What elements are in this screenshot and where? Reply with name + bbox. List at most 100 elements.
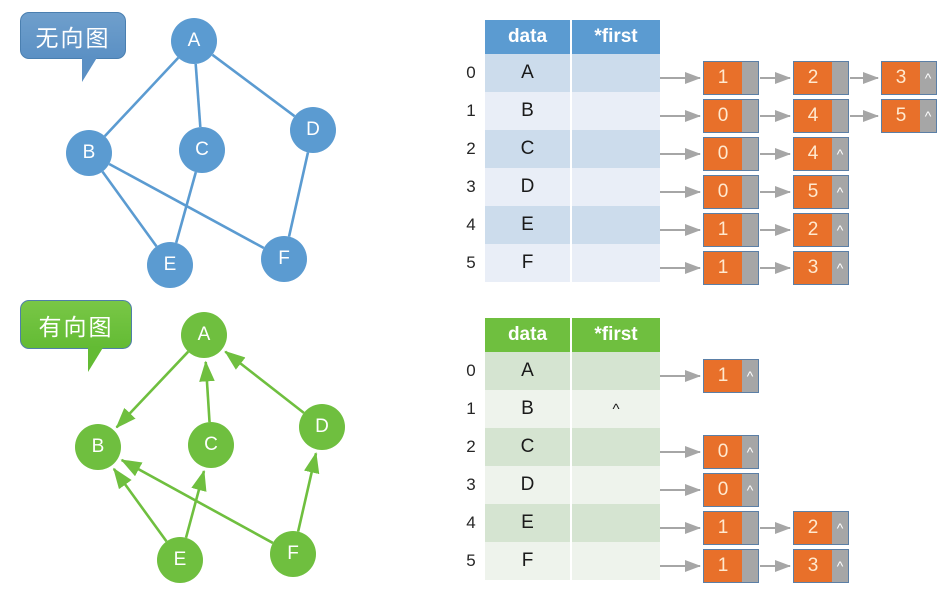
list-node-pointer: ^ bbox=[832, 214, 848, 246]
list-node-value: 0 bbox=[704, 474, 742, 506]
graph-node-label: D bbox=[315, 416, 329, 437]
list-node-value: 3 bbox=[794, 550, 832, 582]
list-node[interactable]: 4 bbox=[793, 99, 849, 133]
list-node-value: 3 bbox=[882, 62, 920, 94]
table-row[interactable]: E bbox=[485, 504, 660, 542]
list-node-value: 5 bbox=[882, 100, 920, 132]
list-node[interactable]: 5^ bbox=[881, 99, 937, 133]
graph-node-c[interactable]: C bbox=[179, 127, 225, 173]
graph-node-b[interactable]: B bbox=[75, 424, 121, 470]
graph-node-d[interactable]: D bbox=[290, 107, 336, 153]
list-node-pointer bbox=[742, 512, 758, 544]
callout-undirected: 无向图 bbox=[20, 12, 126, 82]
column-header-ptr-first: *first bbox=[572, 20, 660, 54]
table-row[interactable]: C bbox=[485, 130, 660, 168]
graph-node-e[interactable]: E bbox=[147, 242, 193, 288]
list-node[interactable]: 1 bbox=[703, 61, 759, 95]
list-node-value: 4 bbox=[794, 100, 832, 132]
list-node[interactable]: 0 bbox=[703, 175, 759, 209]
graph-node-label: A bbox=[187, 30, 201, 51]
cell-data: B bbox=[485, 92, 570, 130]
table-row[interactable]: D bbox=[485, 168, 660, 206]
table-row[interactable]: F bbox=[485, 542, 660, 580]
cell-data: A bbox=[485, 352, 570, 390]
graph-node-d[interactable]: D bbox=[299, 404, 345, 450]
table-row[interactable]: D bbox=[485, 466, 660, 504]
cell-data: F bbox=[485, 244, 570, 282]
list-node[interactable]: 0 bbox=[703, 99, 759, 133]
list-node-pointer bbox=[742, 252, 758, 284]
graph-node-e[interactable]: E bbox=[157, 537, 203, 583]
table-header-row: data*first bbox=[485, 20, 660, 54]
graph-node-f[interactable]: F bbox=[261, 236, 307, 282]
list-node[interactable]: 1 bbox=[703, 251, 759, 285]
cell-data: C bbox=[485, 130, 570, 168]
row-index: 2 bbox=[466, 437, 476, 456]
table-row[interactable]: C bbox=[485, 428, 660, 466]
cell-first-pointer bbox=[572, 168, 660, 206]
table-row[interactable]: F bbox=[485, 244, 660, 282]
cell-data: A bbox=[485, 54, 570, 92]
list-node[interactable]: 1 bbox=[703, 511, 759, 545]
table-row[interactable]: A bbox=[485, 352, 660, 390]
list-node[interactable]: 2^ bbox=[793, 511, 849, 545]
list-node-value: 3 bbox=[794, 252, 832, 284]
cell-data: B bbox=[485, 390, 570, 428]
graph-node-a[interactable]: A bbox=[171, 18, 217, 64]
graph-node-label: B bbox=[82, 142, 96, 163]
graph-node-label: B bbox=[91, 436, 105, 457]
callout-directed-label: 有向图 bbox=[38, 313, 114, 340]
list-node-value: 1 bbox=[704, 360, 742, 392]
list-node-pointer bbox=[742, 100, 758, 132]
graph-node-label: C bbox=[204, 434, 218, 455]
list-node-pointer: ^ bbox=[742, 360, 758, 392]
cell-data: E bbox=[485, 504, 570, 542]
list-node[interactable]: 3^ bbox=[793, 549, 849, 583]
graph-node-a[interactable]: A bbox=[181, 312, 227, 358]
list-node-pointer bbox=[742, 550, 758, 582]
table-row[interactable]: A bbox=[485, 54, 660, 92]
list-node-value: 1 bbox=[704, 62, 742, 94]
graph-node-label: A bbox=[197, 324, 211, 345]
list-node[interactable]: 3^ bbox=[793, 251, 849, 285]
row-index: 1 bbox=[466, 399, 476, 418]
table-row[interactable]: B bbox=[485, 92, 660, 130]
cell-data: D bbox=[485, 168, 570, 206]
list-node-pointer: ^ bbox=[742, 436, 758, 468]
list-node[interactable]: 0 bbox=[703, 137, 759, 171]
list-node-value: 2 bbox=[794, 512, 832, 544]
table-row[interactable]: B^ bbox=[485, 390, 660, 428]
row-index: 0 bbox=[466, 63, 476, 82]
list-node[interactable]: 2 bbox=[793, 61, 849, 95]
callout-undirected-label: 无向图 bbox=[35, 24, 111, 51]
list-node[interactable]: 2^ bbox=[793, 213, 849, 247]
cell-data: E bbox=[485, 206, 570, 244]
graph-node-f[interactable]: F bbox=[270, 531, 316, 577]
column-header-data: data bbox=[485, 20, 570, 54]
list-node-pointer bbox=[742, 214, 758, 246]
cell-first-pointer bbox=[572, 542, 660, 580]
row-index: 3 bbox=[466, 475, 476, 494]
cell-first-pointer bbox=[572, 428, 660, 466]
list-node[interactable]: 0^ bbox=[703, 435, 759, 469]
list-node[interactable]: 1 bbox=[703, 213, 759, 247]
graph-node-c[interactable]: C bbox=[188, 422, 234, 468]
callout-undirected-bubble: 无向图 bbox=[20, 12, 126, 59]
list-node[interactable]: 5^ bbox=[793, 175, 849, 209]
list-node[interactable]: 4^ bbox=[793, 137, 849, 171]
table-row[interactable]: E bbox=[485, 206, 660, 244]
list-node[interactable]: 3^ bbox=[881, 61, 937, 95]
list-node-pointer: ^ bbox=[832, 176, 848, 208]
list-node[interactable]: 0^ bbox=[703, 473, 759, 507]
graph-node-b[interactable]: B bbox=[66, 130, 112, 176]
list-node[interactable]: 1^ bbox=[703, 359, 759, 393]
list-node-value: 0 bbox=[704, 100, 742, 132]
list-node[interactable]: 1 bbox=[703, 549, 759, 583]
cell-data: D bbox=[485, 466, 570, 504]
list-node-value: 0 bbox=[704, 176, 742, 208]
graph-node-label: D bbox=[306, 119, 320, 140]
